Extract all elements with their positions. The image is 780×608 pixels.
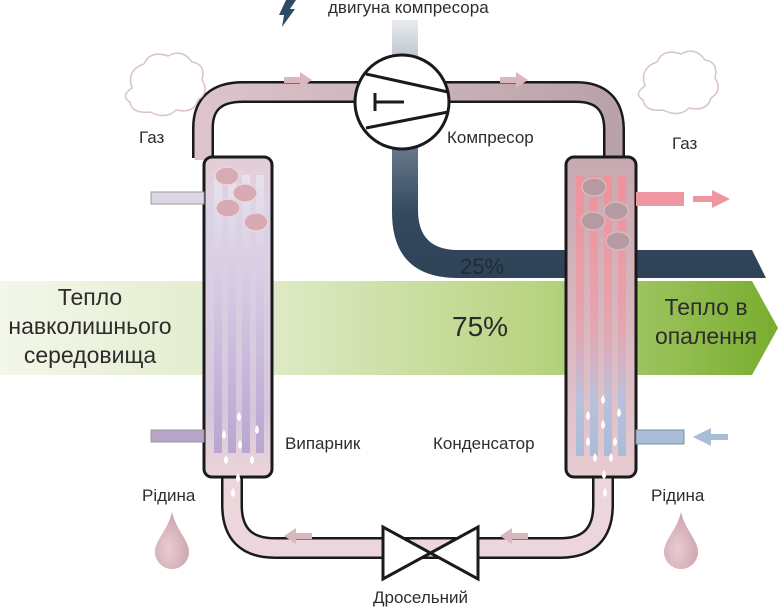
evaporator-label: Випарник	[285, 434, 361, 453]
droplet-icon	[155, 512, 698, 569]
condenser-label: Конденсатор	[433, 434, 535, 453]
hot-water-out-arrow	[693, 190, 730, 208]
ambient-share-percent: 75%	[452, 311, 509, 342]
compressor-label: Компресор	[447, 128, 534, 147]
ambient-heat-line-1: Тепло	[57, 284, 123, 310]
compressor-symbol	[353, 53, 451, 151]
gas-left-label: Газ	[139, 128, 165, 147]
gas-right-label: Газ	[672, 134, 698, 153]
evaporator	[150, 155, 274, 497]
ambient-heat-line-2: навколишнього	[8, 313, 172, 339]
cold-water-in-arrow	[693, 428, 728, 446]
ambient-heat-label: Тепло навколишнього середовища	[0, 283, 180, 370]
throttle-label: Дросельний	[373, 588, 468, 607]
heating-out-line-1: Тепло в	[664, 294, 748, 320]
liquid-left-label: Рідина	[142, 486, 196, 505]
liquid-right-label: Рідина	[651, 486, 705, 505]
electric-energy-band	[392, 20, 766, 278]
electric-share-percent: 25%	[460, 254, 505, 279]
motor-label: двигуна компресора	[328, 0, 489, 17]
lightning-icon	[279, 0, 296, 27]
heating-out-label: Тепло в опалення	[646, 293, 766, 351]
ambient-heat-line-3: середовища	[23, 342, 157, 368]
condenser	[564, 155, 730, 497]
heating-out-line-2: опалення	[654, 323, 758, 349]
throttle-valve-symbol	[381, 524, 480, 582]
flow-arrow-icon	[284, 72, 528, 544]
cloud-icon	[124, 50, 719, 117]
